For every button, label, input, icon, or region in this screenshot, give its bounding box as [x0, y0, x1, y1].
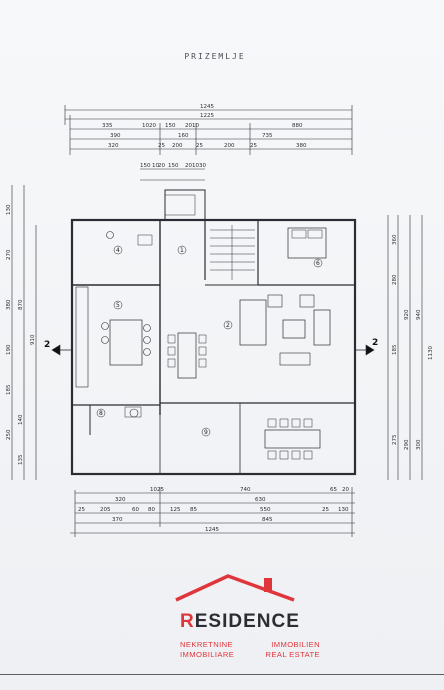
dim-top: 150	[140, 163, 151, 169]
dim-bottom: 370	[112, 517, 123, 523]
dim-left: 135	[18, 454, 24, 465]
dim-right: 280	[392, 274, 398, 285]
floor-plan: 4 1 6 5 2 8 9 2 2 1245 1225 335 1020 150…	[6, 104, 434, 537]
dim-bottom: 25	[78, 507, 85, 513]
dim-left: 130	[6, 204, 12, 215]
dim-bottom: 60	[132, 507, 139, 513]
dim-top: 150	[168, 163, 179, 169]
dim-top: 390	[110, 133, 121, 139]
dim-right: 920	[404, 309, 410, 320]
dim-bottom: 65	[330, 487, 337, 493]
dim-top: 20	[185, 163, 192, 169]
dim-left: 250	[6, 429, 12, 440]
tagline-immobiliare: IMMOBILIARE	[180, 650, 235, 659]
dim-top-inner: 1225	[200, 113, 214, 119]
dim-bottom: 550	[260, 507, 271, 513]
dim-bottom: 320	[115, 497, 126, 503]
dim-top: 25	[158, 143, 165, 149]
dim-left: 910	[30, 334, 36, 345]
dim-top: 150	[165, 123, 176, 129]
dim-bottom: 130	[338, 507, 349, 513]
dim-right: 360	[392, 234, 398, 245]
dim-bottom: 20	[342, 487, 349, 493]
dim-top-total: 1245	[200, 104, 214, 110]
section-label-left: 2	[44, 340, 50, 350]
room-number: 6	[316, 260, 320, 267]
dim-top: 380	[296, 143, 307, 149]
dim-top: 30	[199, 163, 206, 169]
dim-right: 1130	[428, 346, 434, 360]
dim-top: 2010	[185, 123, 199, 129]
room-number: 4	[116, 247, 120, 254]
room-number: 2	[226, 322, 230, 329]
dim-bottom: 845	[262, 517, 273, 523]
section-label-right: 2	[372, 338, 378, 348]
dim-right: 300	[416, 439, 422, 450]
dim-left: 380	[6, 299, 12, 310]
dim-top: 880	[292, 123, 303, 129]
dim-bottom-total: 1245	[205, 527, 219, 533]
dim-bottom: 1025	[150, 487, 164, 493]
dim-top: 10	[192, 163, 199, 169]
dim-left: 140	[18, 414, 24, 425]
tagline-nekretnine: NEKRETNINE	[180, 640, 233, 649]
tagline-row: NEKRETNINE IMMOBILIEN	[180, 640, 320, 650]
dim-top: 320	[108, 143, 119, 149]
dim-right: 290	[404, 439, 410, 450]
dim-right: 940	[416, 309, 422, 320]
dim-bottom: 740	[240, 487, 251, 493]
room-number: 1	[180, 247, 184, 254]
dim-top: 10	[152, 163, 159, 169]
dim-top: 1020	[142, 123, 156, 129]
tagline-immobilien: IMMOBILIEN	[271, 640, 320, 649]
dim-top: 335	[102, 123, 113, 129]
dim-bottom: 85	[190, 507, 197, 513]
tagline-row: IMMOBILIARE REAL ESTATE	[180, 650, 320, 660]
room-number: 9	[204, 429, 208, 436]
dim-left: 185	[6, 384, 12, 395]
dim-top: 200	[172, 143, 183, 149]
brand-name-rest: ESIDENCE	[194, 611, 300, 632]
dim-bottom: 630	[255, 497, 266, 503]
dim-bottom: 25	[322, 507, 329, 513]
dim-top: 200	[224, 143, 235, 149]
dim-top: 25	[196, 143, 203, 149]
plan-title: PRIZEMLJE	[184, 52, 246, 61]
dim-bottom: 125	[170, 507, 181, 513]
brand-name-first: R	[180, 611, 195, 632]
dim-top: 25	[250, 143, 257, 149]
dim-right: 275	[392, 434, 398, 445]
residence-logo-roof	[175, 574, 295, 602]
dim-top: 20	[158, 163, 165, 169]
dim-top: 160	[178, 133, 189, 139]
dim-left: 270	[6, 249, 12, 260]
brand-name: RESIDENCE	[180, 611, 310, 633]
dim-left: 870	[18, 299, 24, 310]
bottom-divider	[0, 674, 444, 675]
room-number: 5	[116, 302, 120, 309]
brand-tagline: NEKRETNINE IMMOBILIEN IMMOBILIARE REAL E…	[180, 640, 320, 660]
dim-top: 735	[262, 133, 273, 139]
tagline-real-estate: REAL ESTATE	[265, 650, 320, 659]
dim-bottom: 205	[100, 507, 111, 513]
dim-left: 190	[6, 344, 12, 355]
dim-bottom: 80	[148, 507, 155, 513]
dim-right: 185	[392, 344, 398, 355]
room-number: 8	[99, 410, 103, 417]
